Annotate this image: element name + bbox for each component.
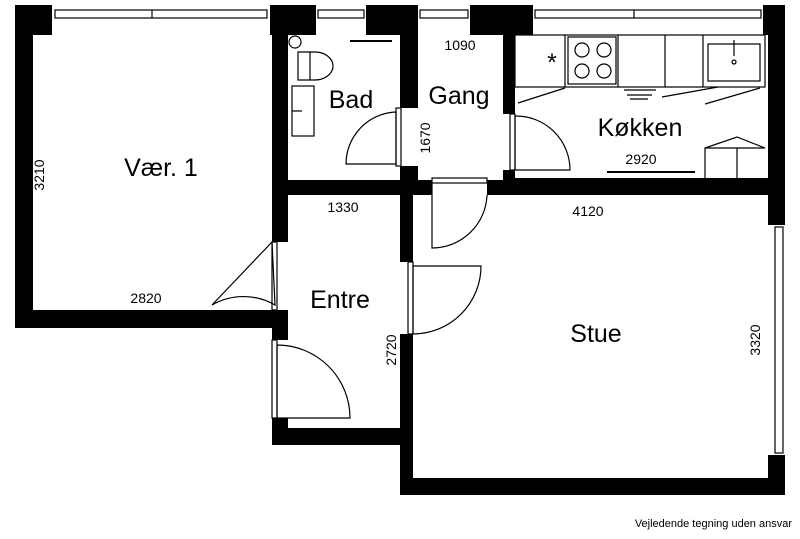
dim-entre-width: 1330 [327, 199, 358, 215]
door-gap-stue [400, 262, 413, 334]
door-gap-bad [400, 108, 418, 166]
room-kokken [515, 35, 768, 178]
bathroom-fixtures [288, 35, 392, 137]
kitchen-symbol: * [547, 49, 557, 77]
dim-vaer1-width: 2820 [130, 290, 161, 306]
dim-kokken-width: 2920 [625, 151, 656, 167]
dim-vaer1-height: 3210 [31, 159, 47, 190]
dim-gang-height: 1670 [417, 122, 433, 153]
disclaimer-caption: Vejledende tegning uden ansvar [634, 518, 792, 530]
doors [211, 107, 571, 419]
room-bad [288, 35, 400, 180]
windows [52, 5, 785, 455]
label-kokken: Køkken [598, 114, 683, 142]
room-vaer1 [33, 35, 272, 310]
label-gang: Gang [428, 82, 489, 110]
label-entre: Entre [310, 286, 370, 314]
room-stue [413, 195, 768, 478]
door-gap-gang [432, 178, 487, 195]
dim-entre-height: 2720 [383, 334, 399, 365]
label-stue: Stue [570, 320, 621, 348]
room-gang [418, 35, 503, 180]
door-gap-kokken [503, 114, 515, 170]
door-gap-entrance [272, 340, 288, 418]
dim-stue-width: 4120 [572, 203, 603, 219]
label-vaer1: Vær. 1 [124, 154, 198, 182]
kitchen-fixtures [514, 34, 766, 178]
dim-gang-width: 1090 [444, 37, 475, 53]
label-bad: Bad [329, 86, 373, 114]
dim-stue-height: 3320 [747, 324, 763, 355]
door-gap-vaer1 [272, 242, 288, 310]
